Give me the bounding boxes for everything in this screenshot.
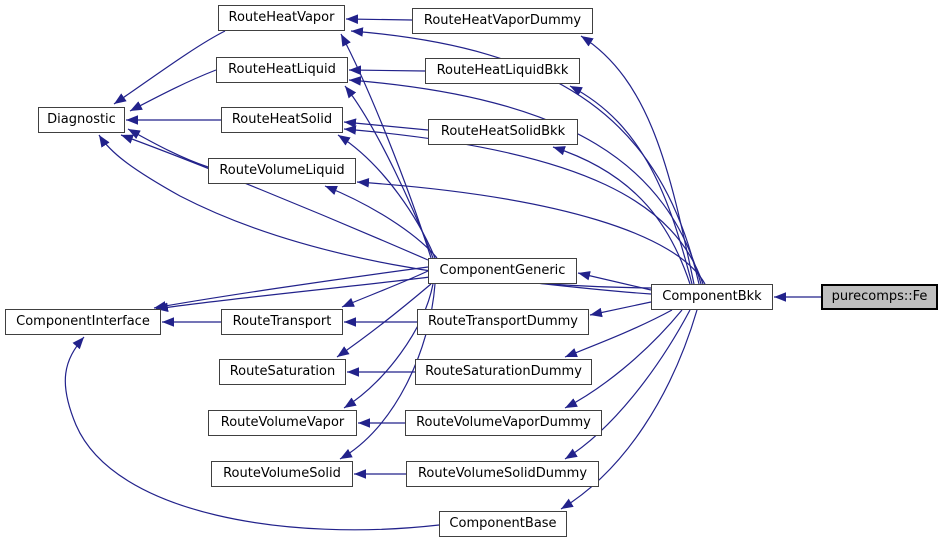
edge-componentGeneric-to-routeSaturation	[336, 283, 432, 358]
edge-componentGeneric-to-routeTransport	[341, 270, 429, 308]
node-route-saturation[interactable]: RouteSaturation	[219, 359, 346, 385]
edge-componentBkk-to-routeHeatSolidBkk	[552, 146, 691, 285]
node-route-heat-vapor-dummy[interactable]: RouteHeatVaporDummy	[412, 8, 593, 34]
node-purecomps-fe[interactable]: purecomps::Fe	[821, 284, 938, 310]
edge-componentGeneric-to-routeVolumeVapor	[343, 283, 434, 409]
edge-componentBase-to-componentInterface	[64, 336, 440, 531]
edge-componentBkk-to-routeVolumeVaporDummy	[564, 309, 683, 409]
edge-componentBkk-to-routeHeatLiquid	[348, 76, 702, 285]
edge-componentGeneric-to-routeHeatVapor	[340, 33, 432, 259]
node-route-volume-vapor-dummy[interactable]: RouteVolumeVaporDummy	[405, 410, 602, 436]
edge-componentBkk-to-routeSaturationDummy	[564, 309, 673, 358]
edge-componentBkk-to-routeVolumeSolidDummy	[564, 309, 691, 460]
edge-componentGeneric-to-routeVolumeSolid	[339, 283, 436, 460]
edge-routeHeatSolidBkk-to-routeHeatSolid	[343, 118, 429, 131]
node-route-heat-solid[interactable]: RouteHeatSolid	[221, 107, 343, 133]
edge-routeHeatLiquid-to-diagnostic	[129, 69, 217, 112]
node-component-base[interactable]: ComponentBase	[439, 511, 567, 537]
edge-componentGeneric-to-routeHeatLiquid	[344, 85, 434, 259]
edge-componentBkk-to-componentGeneric	[577, 271, 652, 291]
node-route-heat-solid-bkk[interactable]: RouteHeatSolidBkk	[428, 119, 578, 145]
edge-componentGeneric-to-routeHeatSolid	[337, 134, 436, 259]
node-route-volume-liquid[interactable]: RouteVolumeLiquid	[208, 158, 356, 184]
edge-routeHeatLiquidBkk-to-routeHeatLiquid	[348, 65, 426, 75]
edge-routeHeatVapor-to-diagnostic	[113, 30, 226, 105]
node-route-transport[interactable]: RouteTransport	[221, 309, 343, 335]
edge-routeHeatVaporDummy-to-routeHeatVapor	[345, 14, 413, 24]
node-route-volume-vapor[interactable]: RouteVolumeVapor	[208, 410, 357, 436]
edge-componentBkk-to-routeHeatLiquidBkk	[569, 85, 693, 285]
node-route-heat-liquid-bkk[interactable]: RouteHeatLiquidBkk	[425, 58, 580, 84]
node-route-transport-dummy[interactable]: RouteTransportDummy	[417, 309, 589, 335]
node-diagnostic[interactable]: Diagnostic	[38, 107, 125, 133]
edge-componentBkk-to-routeTransportDummy	[589, 301, 652, 318]
node-component-bkk[interactable]: ComponentBkk	[651, 284, 773, 310]
edge-componentBkk-to-routeHeatVaporDummy	[580, 35, 695, 285]
edge-componentBkk-to-routeVolumeLiquid	[356, 178, 706, 285]
node-route-saturation-dummy[interactable]: RouteSaturationDummy	[415, 359, 592, 385]
node-route-heat-liquid[interactable]: RouteHeatLiquid	[216, 57, 348, 83]
node-component-interface[interactable]: ComponentInterface	[5, 309, 161, 335]
edge-componentGeneric-to-componentInterface	[153, 266, 429, 311]
edge-componentGeneric-to-diagnostic	[120, 134, 429, 261]
edge-componentBkk-to-componentBase	[560, 309, 698, 510]
edge-componentGeneric-to-routeVolumeLiquid	[324, 185, 438, 259]
node-route-volume-solid[interactable]: RouteVolumeSolid	[211, 461, 353, 487]
node-route-heat-vapor[interactable]: RouteHeatVapor	[218, 5, 345, 31]
node-route-volume-solid-dummy[interactable]: RouteVolumeSolidDummy	[406, 461, 599, 487]
edge-routeVolumeLiquid-to-diagnostic	[127, 128, 209, 168]
node-component-generic[interactable]: ComponentGeneric	[428, 258, 577, 284]
